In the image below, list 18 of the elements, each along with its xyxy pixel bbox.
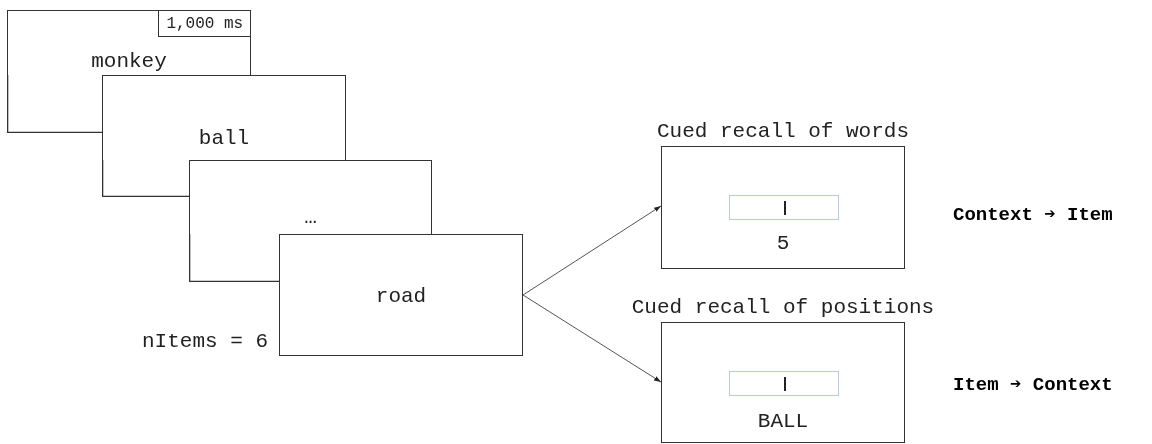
panel-title: Cued recall of positions bbox=[631, 297, 935, 318]
stimulus-word: monkey bbox=[91, 51, 167, 72]
screen-box bbox=[189, 160, 432, 234]
ellipsis-text: … bbox=[304, 207, 317, 228]
mapping-label: Context ➔ Item bbox=[953, 203, 1113, 226]
stimulus-word: road bbox=[375, 286, 427, 307]
arrow bbox=[522, 205, 662, 296]
mapping-label: Item ➔ Context bbox=[953, 373, 1113, 396]
cue-text: 5 bbox=[776, 233, 790, 254]
arrow bbox=[522, 294, 662, 383]
duration-box bbox=[158, 9, 252, 37]
panel-title: Cued recall of words bbox=[656, 121, 909, 142]
cue-text: BALL bbox=[757, 411, 809, 432]
screen-box bbox=[7, 10, 251, 75]
screen-box bbox=[102, 75, 346, 160]
item-count-label: nItems = 6 bbox=[142, 331, 269, 352]
stimulus-word: ball bbox=[198, 128, 250, 149]
duration-label: 1,000 ms bbox=[166, 15, 244, 32]
